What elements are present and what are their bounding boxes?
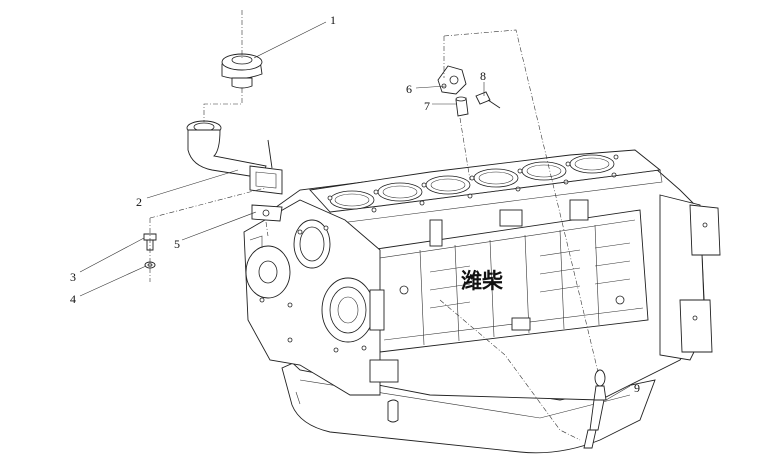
oil-dipstick bbox=[583, 369, 607, 449]
callout-2: 2 bbox=[136, 195, 142, 209]
dipstick-bracket bbox=[437, 65, 467, 95]
filler-cap bbox=[221, 53, 263, 89]
brand-text: 潍柴 bbox=[461, 269, 504, 293]
callout-1: 1 bbox=[330, 13, 336, 27]
callout-6: 6 bbox=[406, 82, 412, 96]
oil-filler-pipe bbox=[186, 120, 283, 195]
engine-block: 潍柴 bbox=[243, 149, 721, 454]
callout-4: 4 bbox=[70, 292, 76, 306]
callout-7: 7 bbox=[424, 99, 430, 113]
callout-labels: 1 2 3 4 5 6 7 8 9 bbox=[70, 13, 640, 395]
callout-9: 9 bbox=[634, 381, 640, 395]
callout-3: 3 bbox=[70, 270, 76, 284]
leader-lines bbox=[79, 21, 631, 401]
callout-8: 8 bbox=[480, 69, 486, 83]
assembly-lines bbox=[149, 10, 599, 441]
sleeve bbox=[455, 96, 469, 117]
gasket bbox=[251, 204, 283, 222]
callout-5: 5 bbox=[174, 237, 180, 251]
bolt bbox=[475, 91, 501, 109]
